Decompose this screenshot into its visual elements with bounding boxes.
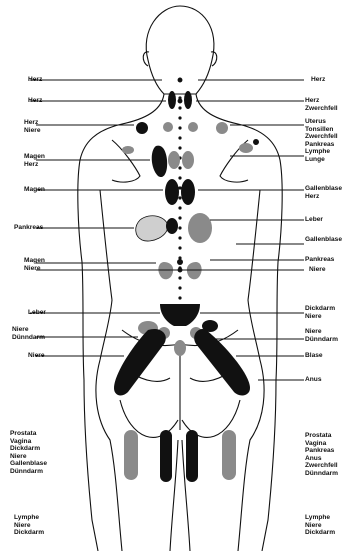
- zone-shoulder-left: [136, 122, 148, 134]
- label-left-4: Magen Herz: [24, 153, 45, 168]
- label-left-9: Niere Dünndarm: [12, 326, 45, 341]
- zone-gluteal-left: [114, 329, 166, 396]
- zone-coccyx: [174, 340, 186, 356]
- label-left-8: Leber: [28, 309, 46, 317]
- zone-thigh-mid-right: [186, 430, 198, 482]
- label-left-6: Pankreas: [14, 224, 43, 232]
- label-right-9: Dickdarm Niere: [305, 305, 335, 320]
- label-right-7: Pankreas: [305, 256, 334, 264]
- zone-scapula-right: [239, 143, 253, 153]
- label-right-3: Uterus Tonsillen Zwerchfell Pankreas Lym…: [305, 118, 338, 163]
- label-right-12: Anus: [305, 376, 321, 384]
- zone-sacrum: [160, 304, 200, 326]
- zone-shoulder-right: [216, 122, 228, 134]
- zone-thigh-mid-left: [160, 430, 172, 482]
- zone-upper-mid-right: [188, 122, 198, 132]
- label-left-10: Niere: [28, 352, 45, 360]
- zone-kidney-right: [187, 262, 202, 279]
- label-left-11: Prostata Vagina Dickdarm Niere Gallenbla…: [10, 430, 47, 475]
- label-right-14: Lymphe Niere Dickdarm: [305, 514, 335, 537]
- zone-thigh-right: [222, 430, 236, 480]
- zone-dot-right: [253, 139, 259, 145]
- organ-zones: [114, 91, 259, 482]
- zone-neck-right: [184, 91, 192, 109]
- label-right-8: Niere: [309, 266, 326, 274]
- label-right-11: Blase: [305, 352, 323, 360]
- label-right-10: Niere Dünndarm: [305, 328, 338, 343]
- label-right-5: Leber: [305, 216, 323, 224]
- zone-scapula-left: [122, 146, 134, 154]
- zone-kidney-dot: [177, 259, 183, 265]
- label-left-2: Herz: [28, 97, 42, 105]
- label-right-13: Prostata Vagina Pankreas Anus Zwerchfell…: [305, 432, 338, 477]
- label-right-6: Gallenblase: [305, 236, 342, 244]
- zone-thigh-left: [124, 430, 138, 480]
- zone-upper-mid-left: [163, 122, 173, 132]
- label-left-12: Lymphe Niere Dickdarm: [14, 514, 44, 537]
- zone-pankreas: [136, 216, 168, 241]
- spine: [178, 96, 181, 309]
- label-left-1: Herz: [28, 76, 42, 84]
- zone-heart: [152, 146, 167, 177]
- label-right-4: Gallenblase Herz: [305, 185, 342, 200]
- label-left-3: Herz Niere: [24, 119, 41, 134]
- label-left-5: Magen: [24, 186, 45, 194]
- label-right-2: Herz Zwerchfell: [305, 97, 338, 112]
- zone-liver: [188, 213, 212, 243]
- label-left-7: Magen Niere: [24, 257, 45, 272]
- zone-thoracic-left: [168, 151, 180, 169]
- zone-thoracic-right: [182, 151, 194, 169]
- zone-lower-left: [165, 179, 179, 205]
- zone-lower-right: [181, 179, 195, 205]
- label-right-1: Herz: [311, 76, 325, 84]
- zone-kidney-left: [158, 262, 173, 279]
- zone-neck-left: [168, 91, 176, 109]
- zone-mid-left: [166, 218, 178, 234]
